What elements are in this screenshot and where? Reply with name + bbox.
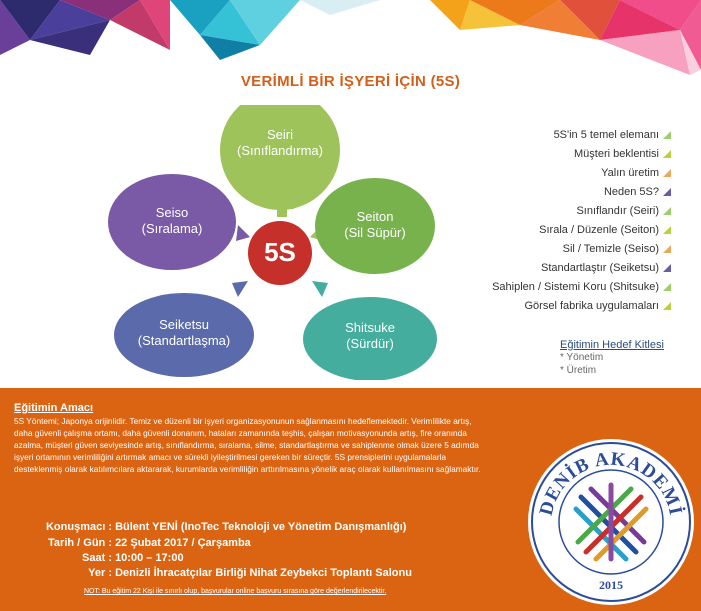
registration-note: NOT: Bu eğitim 22 Kişi ile sınırlı olup,…	[84, 588, 387, 595]
audience-item: * Yönetim	[560, 352, 604, 363]
center-circle	[248, 221, 312, 285]
list-item: Görsel fabrika uygulamaları	[492, 297, 671, 316]
decorative-banner	[0, 0, 701, 75]
diagram-graphic	[108, 90, 437, 381]
seiri-label: Seiri (Sınıflandırma)	[237, 127, 323, 158]
shitsuke-circle	[303, 297, 437, 381]
center-label: 5S	[264, 237, 296, 267]
arrow-down-left-icon	[232, 281, 248, 297]
triangle-bullet-icon	[663, 245, 671, 254]
seiri-circle	[220, 90, 340, 210]
triangle-bullet-icon	[663, 207, 671, 216]
triangle-bullet-icon	[663, 188, 671, 197]
triangle-bullet-icon	[663, 169, 671, 178]
seiketsu-circle	[114, 293, 254, 377]
triangle-bullet-icon	[663, 131, 671, 140]
place-row: Yer : Denizli İhracatçılar Birliği Nihat…	[88, 567, 412, 579]
speaker-value: Bülent YENİ (InoTec Teknoloji ve Yönetim…	[115, 521, 407, 533]
topic-list: 5S'in 5 temel elemanı Müşteri beklentisi…	[492, 126, 671, 316]
list-item: Neden 5S?	[492, 183, 671, 202]
triangle-bullet-icon	[663, 226, 671, 235]
time-value: 10:00 – 17:00	[115, 552, 184, 564]
list-item: 5S'in 5 temel elemanı	[492, 126, 671, 145]
five-s-diagram: 5S Seiri (Sınıflandırma) Seiton (Sil Süp…	[100, 90, 460, 381]
audience-title: Eğitimin Hedef Kitlesi	[560, 339, 664, 351]
audience-item: * Üretim	[560, 365, 597, 376]
target-audience: Eğitimin Hedef Kitlesi * Yönetim * Üreti…	[560, 339, 664, 377]
triangle-bullet-icon	[663, 302, 671, 311]
triangle-bullet-icon	[663, 283, 671, 292]
page-title: VERİMLİ BİR İŞYERİ İÇİN (5S)	[240, 73, 461, 90]
seiketsu-label: Seiketsu (Standartlaşma)	[137, 317, 231, 348]
list-item: Standartlaştır (Seiketsu)	[492, 259, 671, 278]
date-value: 22 Şubat 2017 / Çarşamba	[115, 537, 251, 549]
purpose-title: Eğitimin Amacı	[14, 402, 94, 414]
place-value: Denizli İhracatçılar Birliği Nihat Zeybe…	[115, 567, 412, 579]
triangle-bullet-icon	[663, 264, 671, 273]
denib-akademi-logo: DENİB AKADEMİ 2015	[528, 439, 694, 605]
purpose-text: 5S Yöntemi; Japonya orijinlidir. Temiz v…	[14, 416, 481, 474]
seiton-circle	[315, 178, 435, 274]
time-row: Saat : 10:00 – 17:00	[82, 552, 184, 564]
list-item: Sırala / Düzenle (Seiton)	[492, 221, 671, 240]
date-row: Tarih / Gün : 22 Şubat 2017 / Çarşamba	[48, 537, 251, 549]
seiton-label: Seiton (Sil Süpür)	[344, 209, 406, 240]
list-item: Müşteri beklentisi	[492, 145, 671, 164]
shitsuke-label: Shitsuke (Sürdür)	[345, 320, 395, 351]
speaker-row: Konuşmacı : Bülent YENİ (InoTec Teknoloj…	[45, 521, 407, 533]
arrow-down-right-icon	[312, 281, 328, 297]
seiso-label: Seiso (Sıralama)	[141, 205, 203, 236]
svg-text:2015: 2015	[599, 578, 623, 592]
list-item: Sil / Temizle (Seiso)	[492, 240, 671, 259]
list-item: Yalın üretim	[492, 164, 671, 183]
arrow-left-icon	[236, 225, 250, 241]
triangle-bullet-icon	[663, 150, 671, 159]
list-item: Sahiplen / Sistemi Koru (Shitsuke)	[492, 278, 671, 297]
seiso-circle	[108, 174, 236, 270]
list-item: Sınıflandır (Seiri)	[492, 202, 671, 221]
